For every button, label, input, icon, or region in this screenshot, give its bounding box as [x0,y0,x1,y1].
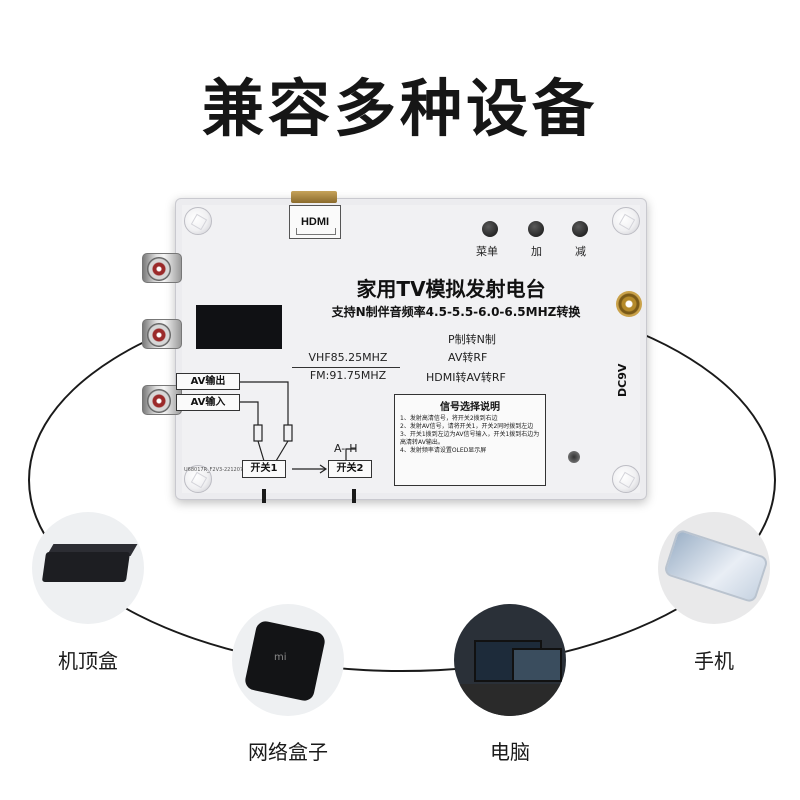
wiring-diagram [240,381,356,474]
note-item: 2、发射AV信号，请将开关1，开关2同时拨到左边 [400,423,534,430]
fm-frequency: FM:91.75MHZ [309,369,387,382]
switch-2-toggle[interactable] [352,489,356,503]
phone-label: 手机 [694,649,734,673]
switch-1-toggle[interactable] [262,489,266,503]
phone-image [658,512,770,624]
computer-image [454,604,566,716]
antenna-connector-icon [616,291,642,317]
oled-display [196,305,282,349]
notes-title: 信号选择说明 [440,402,500,413]
rca-jack-icon [142,253,182,283]
divider [292,367,400,368]
note-item: 4、发射频率请设置OLED显示屏 [400,447,487,454]
board-title: 家用TV模拟发射电台 [356,277,546,301]
desk [454,684,566,716]
headline: 兼容多种设备 [201,72,598,145]
transmitter-board: HDMI 菜单 加 减 家用TV模拟发射电台 支持N制伴音频率4.5-5.5-6… [142,191,647,503]
av-output-label: AV输出 [176,373,240,390]
vhf-frequency: VHF85.25MHZ [308,351,388,364]
computer-label: 电脑 [490,740,530,764]
plus-button-label: 加 [531,245,542,258]
screw-icon [184,465,212,493]
set-top-box-image [32,512,144,624]
network-box-image: mi [232,604,344,716]
plus-button[interactable] [528,221,544,237]
hdmi-port-icon [291,191,337,203]
range-label: A--H [334,442,358,455]
box-logo: mi [274,652,287,663]
screw-icon [612,465,640,493]
note-item: 3、开关1拨到左边为AV信号输入，开关1拨到右边为高清转AV输出。 [400,431,540,446]
rca-jack-icon [142,319,182,349]
mode-p-to-n: P制转N制 [448,333,496,346]
av-input-label: AV输入 [176,394,240,411]
screw-icon [184,207,212,235]
rca-jack-icon [142,385,182,415]
minus-button[interactable] [572,221,588,237]
network-box-label: 网络盒子 [248,740,328,764]
minus-button-label: 减 [575,245,586,258]
set-top-box-body [41,552,131,582]
mode-av-to-rf: AV转RF [448,351,488,364]
signal-instructions: 信号选择说明 1、发射高清信号，将开关2拨到右边 2、发射AV信号，请将开关1，… [394,394,546,486]
hdmi-label: HDMI [289,205,341,239]
board-subtitle: 支持N制伴音频率4.5-5.5-6.0-6.5MHZ转换 [331,305,581,319]
menu-button[interactable] [482,221,498,237]
menu-button-label: 菜单 [476,245,498,258]
board-model-tag: U68017R_F2V3-221207 [184,467,244,473]
dc-power-label: DC9V [616,363,629,397]
mode-hdmi-to-av-to-rf: HDMI转AV转RF [426,371,506,384]
note-item: 1、发射高清信号，将开关2拨到右边 [400,415,498,422]
screw-icon [612,207,640,235]
led-indicator [568,451,580,463]
set-top-box-label: 机顶盒 [58,649,118,673]
monitor-icon [512,648,562,682]
switch-1-label: 开关1 [242,460,286,478]
phone-icon [662,528,770,604]
switch-2-label: 开关2 [328,460,372,478]
